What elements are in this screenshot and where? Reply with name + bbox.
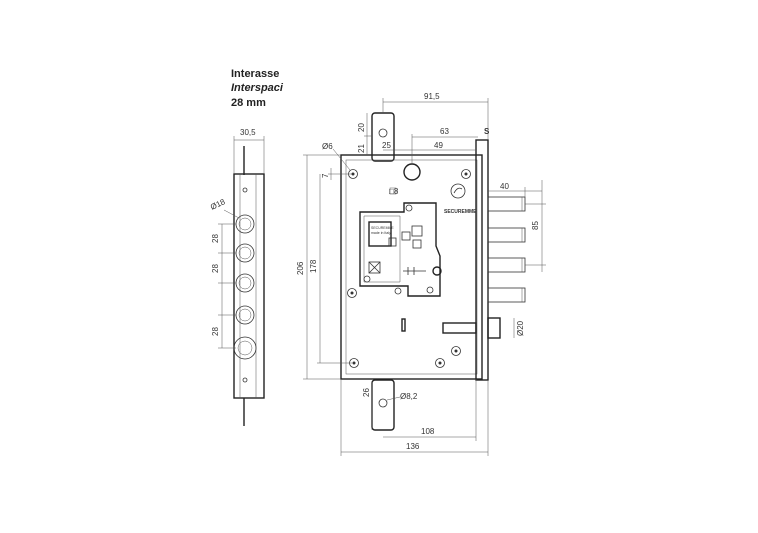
dim-label-20: 20 [357, 123, 366, 132]
dim-label-d20: Ø20 [516, 320, 525, 336]
bottom-tab-hole [378, 398, 388, 408]
dim-label-63: 63 [440, 127, 449, 136]
dim-label-25: 25 [382, 141, 391, 150]
side-body [233, 173, 265, 399]
dim-label-square-8: □8 [389, 187, 399, 196]
bolt [487, 287, 526, 303]
dim-label-s: S [484, 127, 490, 136]
side-bolt [235, 243, 255, 263]
top-tab-hole [378, 128, 388, 138]
leader-line [386, 396, 401, 401]
brand-name: SECUREMME [444, 209, 477, 215]
side-bolt [235, 273, 255, 293]
lock-case [340, 154, 483, 380]
key-symbol-icon [401, 231, 411, 241]
mechanism-plate [359, 202, 441, 297]
key-symbol-icon [412, 239, 422, 249]
front-view: SECUREMME SECUREMME made in Italy [296, 92, 546, 456]
dim-label-d6: Ø6 [322, 142, 333, 151]
leader-line [332, 148, 351, 171]
label-plate [368, 221, 392, 247]
key-symbol-cross [368, 261, 381, 274]
bottom-tab [371, 379, 395, 431]
side-screw [242, 187, 248, 193]
slot [401, 318, 406, 332]
dim-label-21: 21 [357, 144, 366, 153]
plate-brand: SECUREMME [371, 226, 394, 230]
key-symbol-icon [388, 237, 397, 247]
case-screw [435, 358, 445, 368]
case-screw [451, 346, 461, 356]
dim-label-spacing: 28 [211, 264, 220, 273]
side-bolt [233, 336, 257, 360]
header-interspaci: Interspaci [231, 82, 283, 94]
dim-label-108: 108 [421, 427, 435, 436]
dim-label-d8-2: Ø8,2 [400, 392, 418, 401]
spindle-hub [403, 163, 421, 181]
dim-label-spacing: 28 [211, 327, 220, 336]
dim-label-hole-diameter: Ø18 [209, 197, 227, 212]
dim-label-spacing: 28 [211, 234, 220, 243]
side-view: 30,5 Ø18 28 28 28 [209, 128, 265, 426]
bolt [487, 196, 526, 212]
dim-label-7: 7 [321, 173, 330, 178]
header-spacing-value: 28 mm [231, 97, 266, 109]
keyhole [432, 266, 442, 276]
side-screw [242, 377, 248, 383]
key-symbol-icon [368, 261, 381, 274]
header-interasse: Interasse [231, 68, 280, 80]
dim-label-91-5: 91,5 [424, 92, 440, 101]
key-symbol-icon [411, 225, 423, 237]
dim-label-49: 49 [434, 141, 443, 150]
dim-label-206: 206 [296, 261, 305, 275]
mech-screw [426, 286, 434, 294]
key-blade [403, 267, 426, 275]
dim-label-136: 136 [406, 442, 420, 451]
dim-label-width: 30,5 [240, 128, 256, 137]
side-bolt [235, 305, 255, 325]
mech-screw [363, 275, 371, 283]
leader-line [223, 209, 240, 219]
bolt [487, 257, 526, 273]
case-screw [347, 288, 357, 298]
mechanism-inner [363, 215, 401, 283]
mech-screw [394, 287, 402, 295]
case-screw [461, 169, 471, 179]
square-spindle [389, 187, 397, 195]
latch-bolt [487, 317, 501, 339]
latch-bar [442, 322, 477, 334]
dim-label-178: 178 [309, 259, 318, 273]
dim-label-26: 26 [362, 388, 371, 397]
mech-screw [405, 204, 413, 212]
brand-logo-icon [450, 183, 466, 199]
bolt [487, 227, 526, 243]
lock-case-inner [345, 159, 478, 375]
dim-label-85: 85 [531, 221, 540, 230]
plate-made: made in Italy [371, 231, 391, 235]
brand-logo-mark [453, 187, 463, 194]
dim-label-40: 40 [500, 182, 509, 191]
